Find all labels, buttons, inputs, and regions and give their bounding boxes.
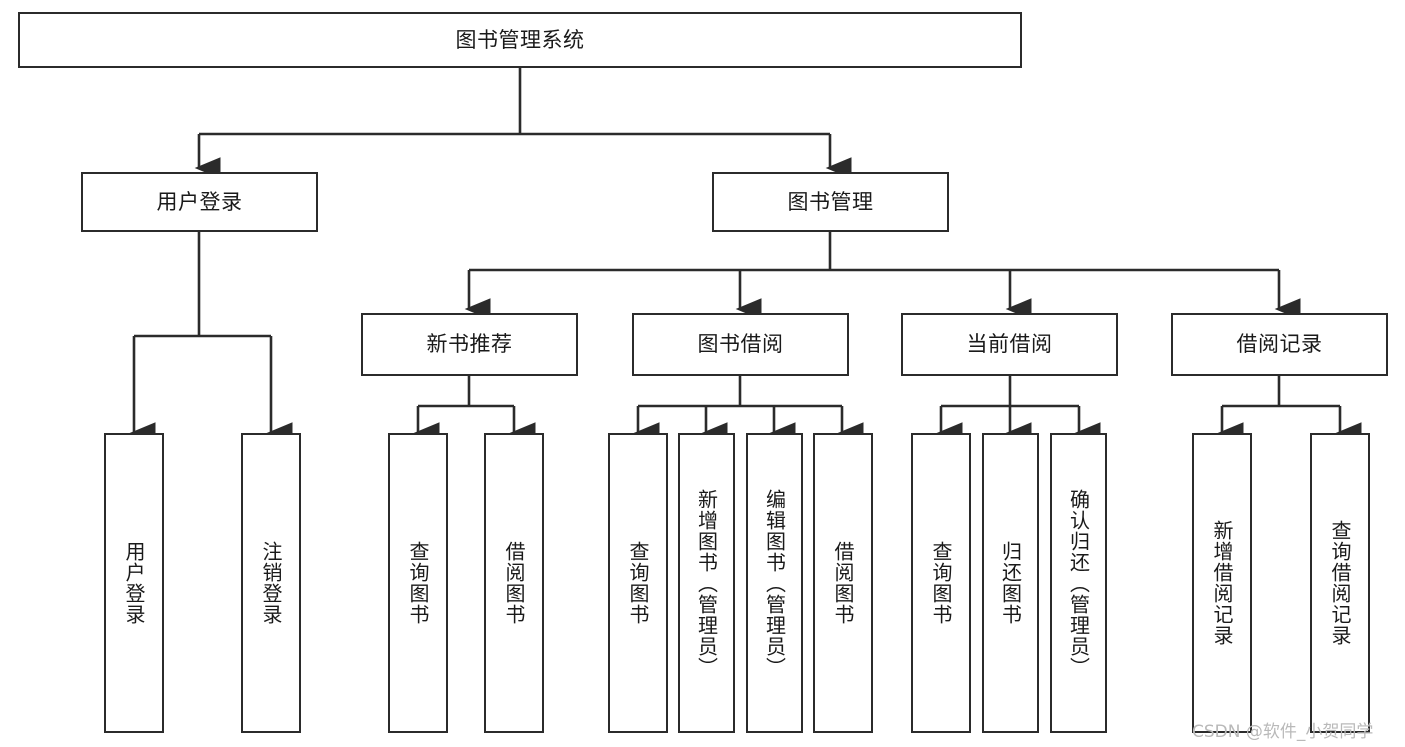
node-leaf-query-record[interactable]: 查询借阅记录: [1310, 433, 1370, 733]
node-book-borrow[interactable]: 图书借阅: [632, 313, 849, 376]
node-leaf-return-book[interactable]: 归还图书: [982, 433, 1039, 733]
node-borrow-record-label: 借阅记录: [1236, 332, 1323, 357]
node-leaf-edit-book[interactable]: 编辑图书（管理员）: [746, 433, 803, 733]
node-book-manage-label: 图书管理: [787, 189, 874, 214]
node-book-borrow-label: 图书借阅: [697, 332, 784, 357]
node-leaf-query-book-2[interactable]: 查询图书: [608, 433, 668, 733]
node-leaf-query-book-1[interactable]: 查询图书: [388, 433, 448, 733]
node-leaf-edit-book-label: 编辑图书（管理员）: [762, 488, 787, 678]
node-new-book-rec-label: 新书推荐: [426, 332, 513, 357]
node-root[interactable]: 图书管理系统: [18, 12, 1022, 68]
node-leaf-borrow-book-1-label: 借阅图书: [502, 541, 526, 625]
node-leaf-query-record-label: 查询借阅记录: [1328, 520, 1352, 646]
node-current-borrow-label: 当前借阅: [966, 332, 1053, 357]
csdn-watermark: CSDN @软件_小贺同学: [1192, 722, 1374, 742]
node-leaf-user-login-label: 用户登录: [122, 541, 146, 625]
node-new-book-rec[interactable]: 新书推荐: [361, 313, 578, 376]
node-leaf-add-record-label: 新增借阅记录: [1210, 520, 1234, 646]
node-leaf-borrow-book-1[interactable]: 借阅图书: [484, 433, 544, 733]
node-leaf-query-book-3[interactable]: 查询图书: [911, 433, 971, 733]
node-leaf-add-book-label: 新增图书（管理员）: [694, 488, 719, 678]
node-leaf-user-logout-label: 注销登录: [259, 541, 283, 625]
node-user-login-label: 用户登录: [156, 189, 243, 214]
node-leaf-query-book-1-label: 查询图书: [406, 541, 430, 625]
node-leaf-user-logout[interactable]: 注销登录: [241, 433, 301, 733]
node-user-login[interactable]: 用户登录: [81, 172, 318, 232]
node-book-manage[interactable]: 图书管理: [712, 172, 949, 232]
node-current-borrow[interactable]: 当前借阅: [901, 313, 1118, 376]
node-leaf-add-record[interactable]: 新增借阅记录: [1192, 433, 1252, 733]
node-leaf-query-book-3-label: 查询图书: [929, 541, 953, 625]
node-leaf-borrow-book-2[interactable]: 借阅图书: [813, 433, 873, 733]
node-leaf-query-book-2-label: 查询图书: [626, 541, 650, 625]
node-leaf-return-book-label: 归还图书: [998, 541, 1023, 625]
node-leaf-user-login[interactable]: 用户登录: [104, 433, 164, 733]
node-leaf-confirm-return[interactable]: 确认归还（管理员）: [1050, 433, 1107, 733]
node-root-label: 图书管理系统: [455, 27, 585, 52]
node-leaf-confirm-return-label: 确认归还（管理员）: [1066, 488, 1091, 678]
node-leaf-add-book[interactable]: 新增图书（管理员）: [678, 433, 735, 733]
node-borrow-record[interactable]: 借阅记录: [1171, 313, 1388, 376]
node-leaf-borrow-book-2-label: 借阅图书: [831, 541, 855, 625]
